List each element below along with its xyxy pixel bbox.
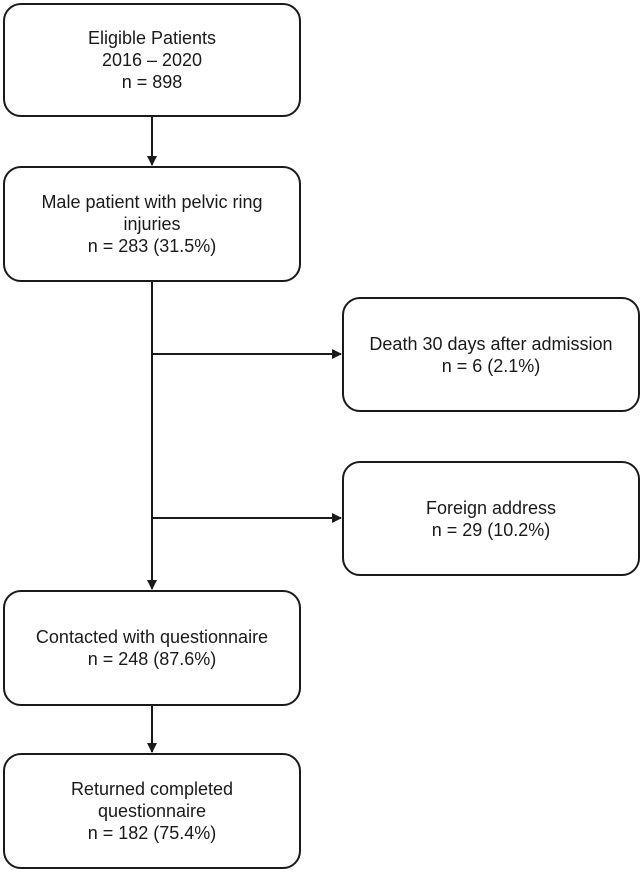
returned-count: n = 182 (75.4%) (87, 823, 217, 843)
male-pelvic-ring-box: Male patient with pelvic ring injuries n… (3, 166, 301, 282)
foreign-count: n = 29 (10.2%) (431, 519, 551, 540)
returned-title-line2: questionnaire (97, 801, 207, 821)
male-title-line2: injuries (123, 214, 181, 234)
eligible-years: 2016 – 2020 (101, 50, 203, 70)
contacted-questionnaire-box: Contacted with questionnaire n = 248 (87… (3, 590, 301, 706)
eligible-count: n = 898 (121, 72, 183, 92)
male-title-line1: Male patient with pelvic ring (41, 192, 263, 212)
contacted-count: n = 248 (87.6%) (87, 649, 217, 669)
returned-questionnaire-box: Returned completed questionnaire n = 182… (3, 753, 301, 869)
returned-title-line1: Returned completed (70, 779, 234, 799)
contacted-title: Contacted with questionnaire (35, 627, 269, 647)
death-title: Death 30 days after admission (369, 333, 613, 354)
death-exclusion-box: Death 30 days after admission n = 6 (2.1… (342, 297, 640, 412)
eligible-patients-box: Eligible Patients 2016 – 2020 n = 898 (3, 3, 301, 117)
death-count: n = 6 (2.1%) (441, 355, 541, 376)
foreign-title: Foreign address (425, 497, 557, 518)
eligible-title: Eligible Patients (87, 28, 217, 48)
foreign-address-exclusion-box: Foreign address n = 29 (10.2%) (342, 461, 640, 576)
male-count: n = 283 (31.5%) (87, 236, 217, 256)
